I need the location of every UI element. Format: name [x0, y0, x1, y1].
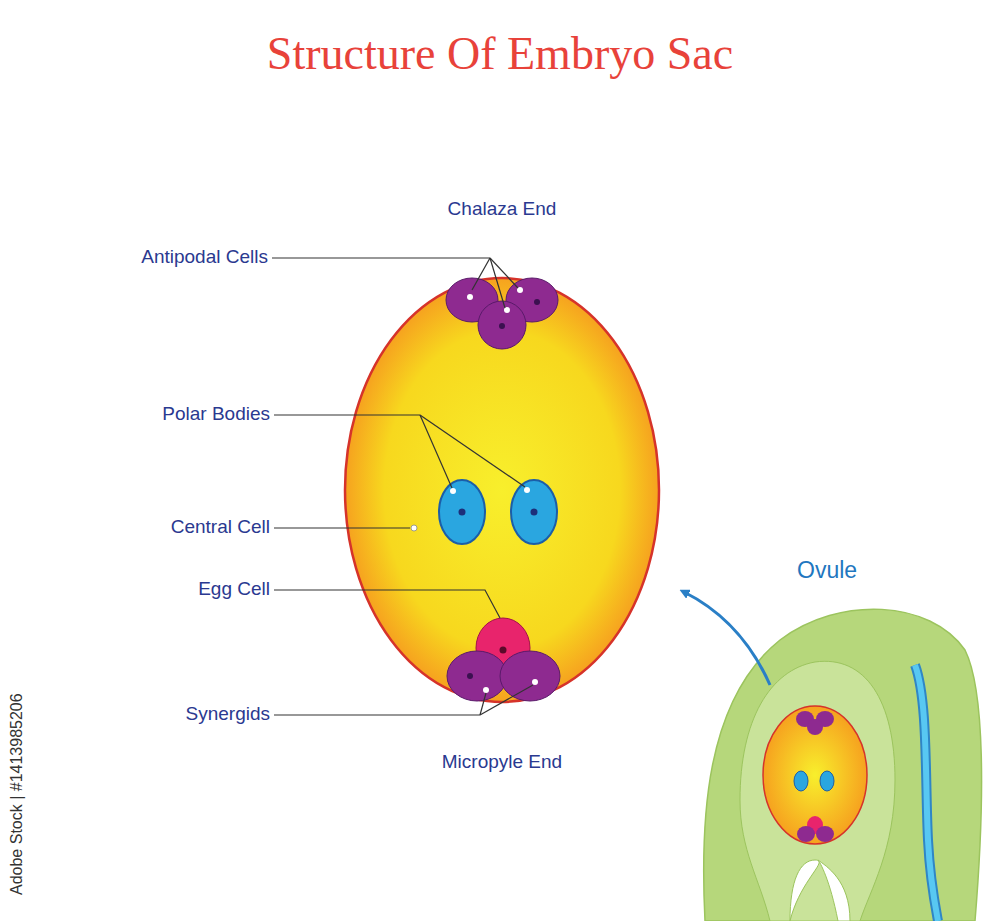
- ovule-illustration: [704, 609, 982, 921]
- egg-apparatus: [447, 618, 560, 701]
- polar-nuclei: [439, 480, 557, 544]
- part-label: Synergids: [186, 703, 271, 725]
- embryo-sac-wall: [345, 278, 659, 702]
- part-label: Egg Cell: [198, 578, 270, 600]
- end-label: Micropyle End: [442, 751, 562, 773]
- end-label: Chalaza End: [448, 198, 557, 220]
- leader-lines: [272, 258, 533, 715]
- watermark: Adobe Stock | #1413985206: [8, 693, 26, 895]
- central-cell-point: [411, 525, 417, 531]
- part-label: Polar Bodies: [162, 403, 270, 425]
- diagram-title: Structure Of Embryo Sac: [0, 28, 1000, 81]
- figure-label: Ovule: [797, 557, 857, 583]
- zoom-arrow: [684, 592, 770, 685]
- part-label: Antipodal Cells: [141, 246, 268, 268]
- part-label: Central Cell: [171, 516, 270, 538]
- antipodal-cells: [446, 278, 558, 349]
